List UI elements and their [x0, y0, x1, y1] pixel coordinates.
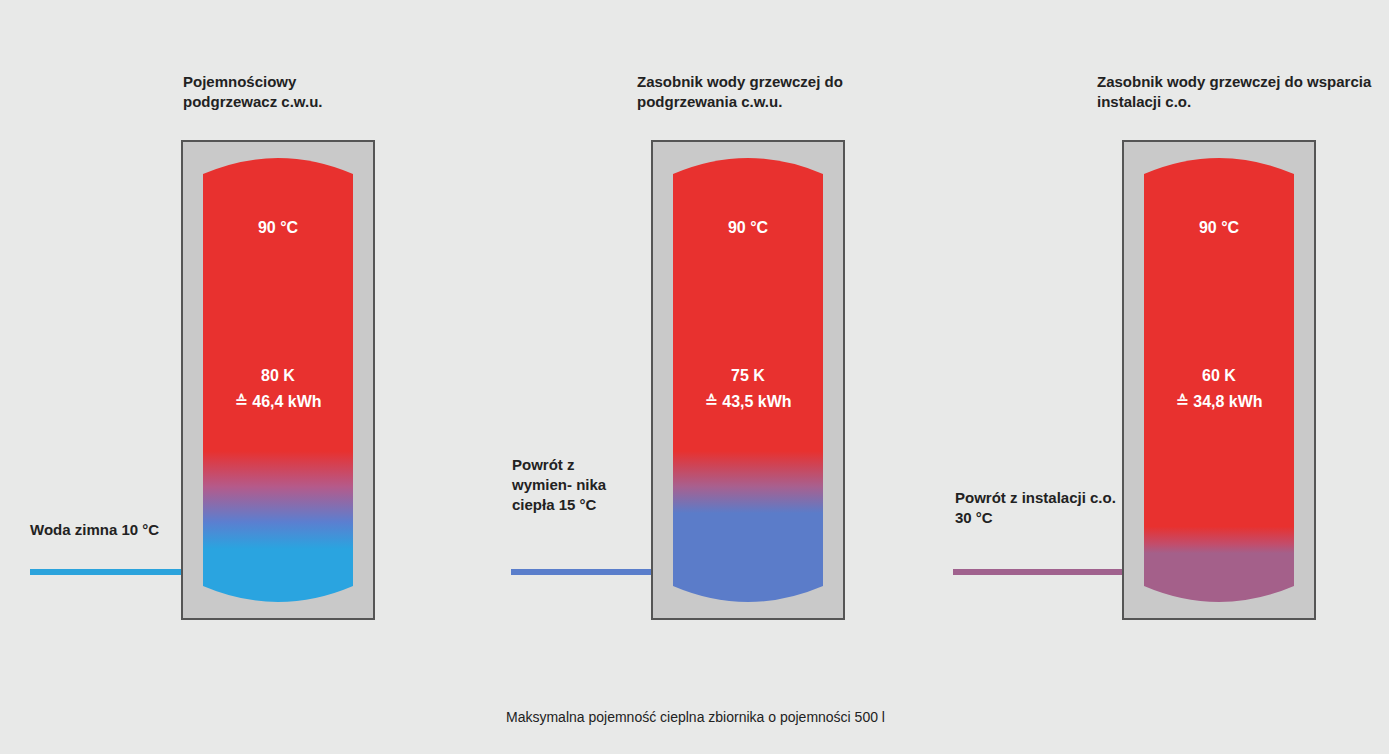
tank-housing: [1123, 141, 1315, 619]
temperature-difference: 60 K: [1122, 366, 1316, 386]
temperature-value: 90 °C: [651, 218, 845, 238]
temperature-value: 90 °C: [1122, 218, 1316, 238]
storage-tank: Zasobnik wody grzewczej do podgrzewania …: [651, 140, 845, 620]
tank-heading: Zasobnik wody grzewczej do podgrzewania …: [637, 72, 937, 112]
storage-tank: Pojemnościowy podgrzewacz c.w.u.90 °C80 …: [181, 140, 375, 620]
inlet-label: Powrót z instalacji c.o. 30 °C: [955, 488, 1125, 528]
temperature-value: 90 °C: [181, 218, 375, 238]
tank-heading: Pojemnościowy podgrzewacz c.w.u.: [183, 72, 373, 112]
energy-value: ≙ 43,5 kWh: [651, 392, 845, 412]
temperature-difference: 75 K: [651, 366, 845, 386]
inlet-label: Woda zimna 10 °C: [30, 520, 180, 540]
inlet-arrow: [953, 560, 1145, 584]
energy-value: ≙ 46,4 kWh: [181, 392, 375, 412]
energy-value: ≙ 34,8 kWh: [1122, 392, 1316, 412]
tank-housing: [182, 141, 374, 619]
inlet-arrow: [30, 560, 207, 584]
tank-heading: Zasobnik wody grzewczej do wsparcia inst…: [1097, 72, 1387, 112]
storage-tank: Zasobnik wody grzewczej do wsparcia inst…: [1122, 140, 1316, 620]
tank-housing: [652, 141, 844, 619]
temperature-difference: 80 K: [181, 366, 375, 386]
caption: Maksymalna pojemność cieplna zbiornika o…: [506, 709, 885, 725]
inlet-label: Powrót z wymien- nika ciepła 15 °C: [512, 455, 624, 515]
inlet-arrow: [511, 560, 673, 584]
